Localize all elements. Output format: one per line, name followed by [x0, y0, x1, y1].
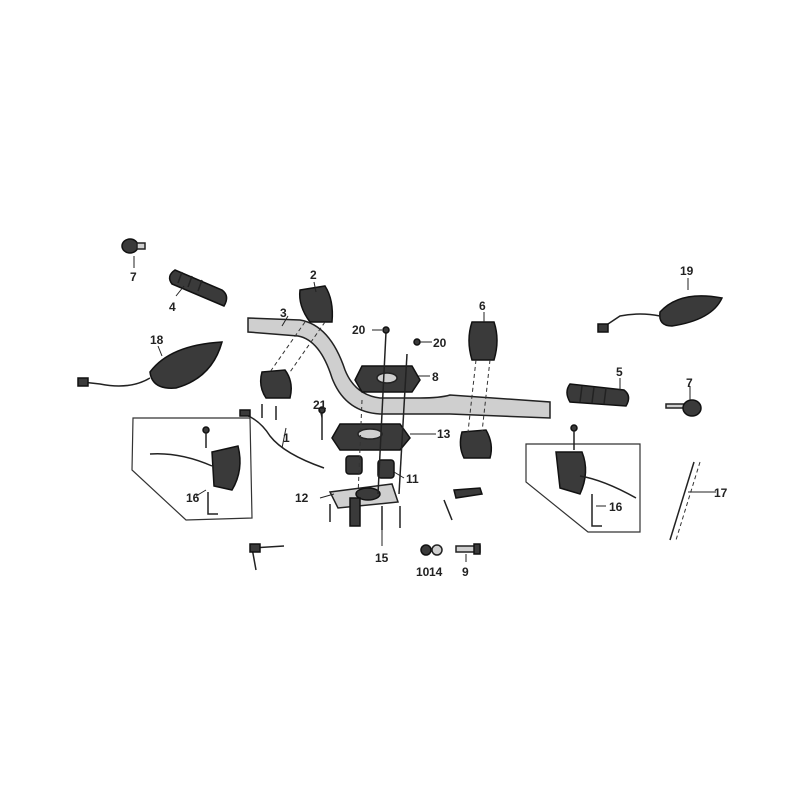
callout-2: 2 [310, 268, 317, 282]
leader-lines [133, 256, 716, 562]
left-housing-screws [261, 404, 277, 420]
callout-20-left: 20 [352, 323, 366, 337]
switch-bolt [455, 543, 481, 555]
left-mirror [77, 341, 224, 389]
callout-17: 17 [714, 486, 728, 500]
upper-handlebar-clamp [354, 365, 421, 393]
callout-19: 19 [680, 264, 694, 278]
callout-6: 6 [479, 299, 486, 313]
callout-16-left: 16 [186, 491, 200, 505]
right-switch-housing-lower [459, 429, 493, 459]
callout-3: 3 [280, 306, 287, 320]
left-switch-housing-lower [259, 369, 292, 399]
callout-16-right: 16 [609, 500, 623, 514]
callout-14: 14 [429, 565, 443, 579]
callout-21: 21 [313, 398, 327, 412]
handlebar-tube [247, 317, 551, 419]
callout-7-right: 7 [686, 376, 693, 390]
clamp-bushing-right [377, 459, 395, 479]
callout-7-left: 7 [130, 270, 137, 284]
switch-washer [431, 544, 443, 556]
callout-10: 10 [416, 565, 430, 579]
right-mirror [597, 295, 724, 333]
hose-fitting-center [443, 487, 483, 521]
switch-nut [420, 544, 432, 556]
callout-12: 12 [295, 491, 309, 505]
mounting-plate [328, 483, 400, 509]
bar-end-weight-left [121, 238, 146, 254]
left-lever-assembly [131, 417, 253, 521]
clamp-bushing-left [345, 455, 363, 475]
lower-handlebar-clamp [331, 423, 411, 451]
hose-fitting-lower-left [249, 543, 285, 571]
callout-1: 1 [283, 431, 290, 445]
callout-13: 13 [437, 427, 451, 441]
right-lever-assembly [525, 424, 641, 533]
callout-11: 11 [406, 472, 419, 486]
callout-20-right: 20 [433, 336, 447, 350]
right-switch-housing-upper [468, 321, 498, 361]
callout-8: 8 [432, 370, 439, 384]
pivot-bolt [349, 497, 361, 527]
bar-end-weight-right [665, 399, 702, 417]
left-grip [168, 269, 228, 307]
left-switch-housing-upper [298, 285, 334, 323]
brake-light-switch [669, 461, 701, 541]
throttle-cable [239, 409, 325, 469]
callout-15: 15 [375, 551, 389, 565]
callout-5: 5 [616, 365, 623, 379]
callout-4: 4 [169, 300, 176, 314]
callout-18: 18 [150, 333, 164, 347]
right-grip [566, 383, 630, 407]
callout-9: 9 [462, 565, 469, 579]
